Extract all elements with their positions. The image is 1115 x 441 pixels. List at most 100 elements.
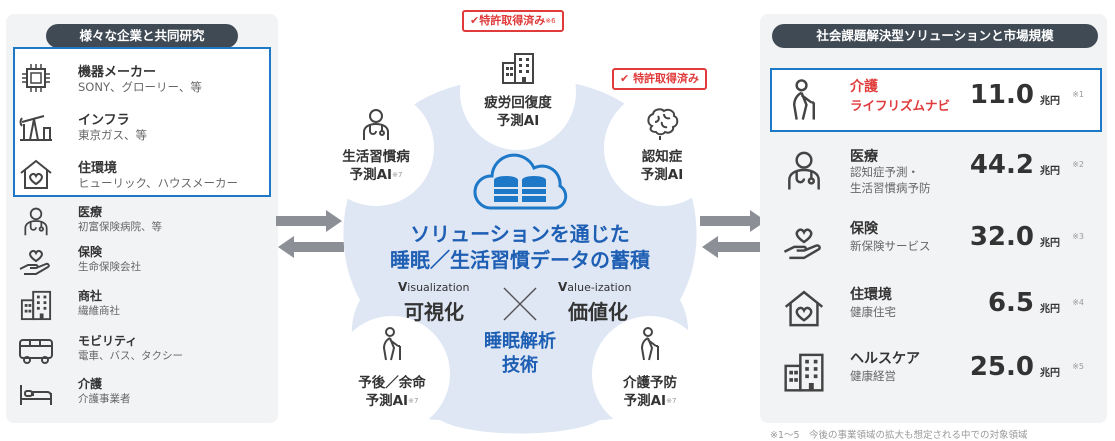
- bubble-label: 生活習慣病: [342, 149, 410, 165]
- left-item-name: インフラ: [78, 113, 130, 128]
- brain-icon: [644, 106, 680, 142]
- elderly-cane-icon: [374, 326, 410, 362]
- visualization-caption: Visualization: [398, 280, 470, 294]
- patent-badge: ✔特許取得済み※6: [462, 10, 564, 32]
- market-item-sub: 健康住宅: [850, 305, 896, 319]
- market-item-unit: 兆円: [1040, 368, 1060, 379]
- left-item-name: 機器メーカー: [78, 65, 157, 80]
- bubble-label: 介護予防: [623, 375, 677, 391]
- left-item-mobility: モビリティ 電車、バス、タクシー: [18, 332, 258, 372]
- bubble-label: 予測AI※7: [365, 393, 419, 409]
- market-item-name: 医療: [850, 149, 878, 165]
- bubble-label: 予後／余命: [358, 375, 426, 391]
- market-item-note: ※5: [1072, 362, 1084, 371]
- check-circle-icon: ✔: [470, 14, 480, 27]
- market-item-unit: 兆円: [1040, 238, 1060, 249]
- patent-badge: ✔ 特許取得済み: [612, 68, 708, 90]
- left-item-nursing-care: 介護 介護事業者: [18, 375, 258, 415]
- market-item-note: ※1: [1072, 90, 1084, 99]
- elderly-cane-icon: [632, 326, 668, 362]
- left-item-name: モビリティ: [78, 334, 138, 348]
- sleep-analysis-label: 睡眠解析: [484, 331, 556, 352]
- market-item-sub: 健康経営: [850, 369, 896, 383]
- bed-icon: [18, 377, 54, 409]
- bus-icon: [18, 334, 54, 366]
- bubble-prognosis: 予後／余命 予測AI※7: [334, 316, 450, 432]
- bubble-label: 予測AI※7: [623, 393, 677, 409]
- market-item-note: ※2: [1072, 160, 1084, 169]
- market-item-medical: 医療 認知症予測・ 生活習慣病予防 44.2 兆円 ※2: [776, 138, 1096, 202]
- market-item-living-environment: 住環境 健康住宅 6.5 兆円 ※4: [776, 276, 1096, 340]
- left-item-infrastructure: インフラ 東京ガス、等: [18, 108, 258, 148]
- left-item-name: 医療: [78, 205, 103, 219]
- left-item-insurance: 保険 生命保険会社: [18, 243, 258, 283]
- market-item-sub: ライフリズムナビ: [850, 98, 951, 113]
- market-item-name: ヘルスケア: [850, 351, 920, 367]
- value-ization-caption: Value-ization: [558, 280, 632, 294]
- left-item-sub: 介護事業者: [78, 393, 131, 405]
- market-item-nursing-care: 介護 ライフリズムナビ 11.0 兆円 ※1: [776, 68, 1096, 132]
- hand-heart-icon: [782, 220, 826, 264]
- left-item-sub: 生命保険会社: [78, 261, 141, 273]
- market-item-name: 住環境: [850, 287, 892, 303]
- left-item-sub: ヒューリック、ハウスメーカー: [78, 176, 238, 190]
- check-circle-icon: ✔: [620, 72, 630, 85]
- bubble-label: 予測AI: [640, 167, 684, 183]
- market-item-value: 11.0: [969, 80, 1034, 110]
- right-highlight-box: [770, 68, 1102, 132]
- left-item-name: 商社: [78, 289, 103, 303]
- bubble-label: 予測AI※7: [349, 167, 403, 183]
- center-title-line2: 睡眠／生活習慣データの蓄積: [390, 248, 650, 272]
- left-item-sub: SONY、グローリー、等: [78, 80, 202, 94]
- bubble-label: 予測AI: [496, 113, 540, 129]
- chip-icon: [18, 62, 54, 94]
- left-item-sub: 初富保険病院、等: [78, 221, 162, 233]
- left-panel-title: 様々な企業と共同研究: [46, 24, 238, 48]
- bubble-care-prevention: 介護予防 予測AI※7: [592, 316, 708, 432]
- bubble-fatigue-recovery: 疲労回復度 予測AI: [460, 34, 576, 150]
- market-item-sub: 認知症予測・: [850, 165, 919, 179]
- footnote: ※1～5 今後の事業領域の拡大も想定される中での対象領域: [770, 430, 1028, 441]
- market-item-name: 保険: [850, 221, 878, 237]
- cloud-database-icon: [473, 153, 568, 210]
- market-item-value: 25.0: [969, 352, 1034, 382]
- building-icon: [18, 289, 54, 321]
- left-item-name: 保険: [78, 245, 103, 259]
- market-item-note: ※4: [1072, 298, 1084, 307]
- elderly-cane-icon: [782, 78, 826, 122]
- exchange-arrows-left: [276, 210, 344, 258]
- right-panel-title: 社会課題解決型ソリューションと市場規模: [772, 24, 1098, 48]
- hand-heart-icon: [18, 245, 54, 277]
- bubble-dementia: 認知症 予測AI: [604, 90, 720, 206]
- market-item-name: 介護: [850, 79, 878, 95]
- left-item-living-environment: 住環境 ヒューリック、ハウスメーカー: [18, 156, 258, 196]
- left-item-trading-company: 商社 繊維商社: [18, 287, 258, 327]
- market-item-unit: 兆円: [1040, 96, 1060, 107]
- left-highlight-box: [13, 47, 271, 197]
- sleep-analysis-label: 技術: [502, 355, 538, 376]
- pump-jack-icon: [18, 110, 54, 142]
- market-item-healthcare: ヘルスケア 健康経営 25.0 兆円 ※5: [776, 340, 1096, 404]
- building-icon: [500, 50, 536, 86]
- left-item-sub: 東京ガス、等: [78, 128, 147, 142]
- left-item-sub: 電車、バス、タクシー: [78, 350, 183, 362]
- market-item-unit: 兆円: [1040, 166, 1060, 177]
- left-item-medical: 医療 初富保険病院、等: [18, 203, 258, 243]
- market-item-insurance: 保険 新保険サービス 32.0 兆円 ※3: [776, 210, 1096, 274]
- value-ization-label: 価値化: [568, 300, 628, 324]
- left-item-device-maker: 機器メーカー SONY、グローリー、等: [18, 60, 258, 100]
- visualization-label: 可視化: [404, 300, 464, 324]
- building-icon: [782, 350, 826, 394]
- market-item-sub: 生活習慣病予防: [850, 181, 931, 195]
- market-item-sub: 新保険サービス: [850, 239, 931, 253]
- doctor-icon: [782, 148, 826, 192]
- market-item-note: ※3: [1072, 232, 1084, 241]
- house-heart-icon: [782, 286, 826, 330]
- bubble-lifestyle-disease: 生活習慣病 予測AI※7: [318, 90, 434, 206]
- bubble-label: 疲労回復度: [484, 95, 552, 111]
- doctor-icon: [358, 106, 394, 142]
- market-item-value: 44.2: [969, 150, 1034, 180]
- left-item-name: 住環境: [78, 161, 118, 176]
- market-item-value: 6.5: [987, 288, 1034, 318]
- cross-icon: [503, 287, 537, 321]
